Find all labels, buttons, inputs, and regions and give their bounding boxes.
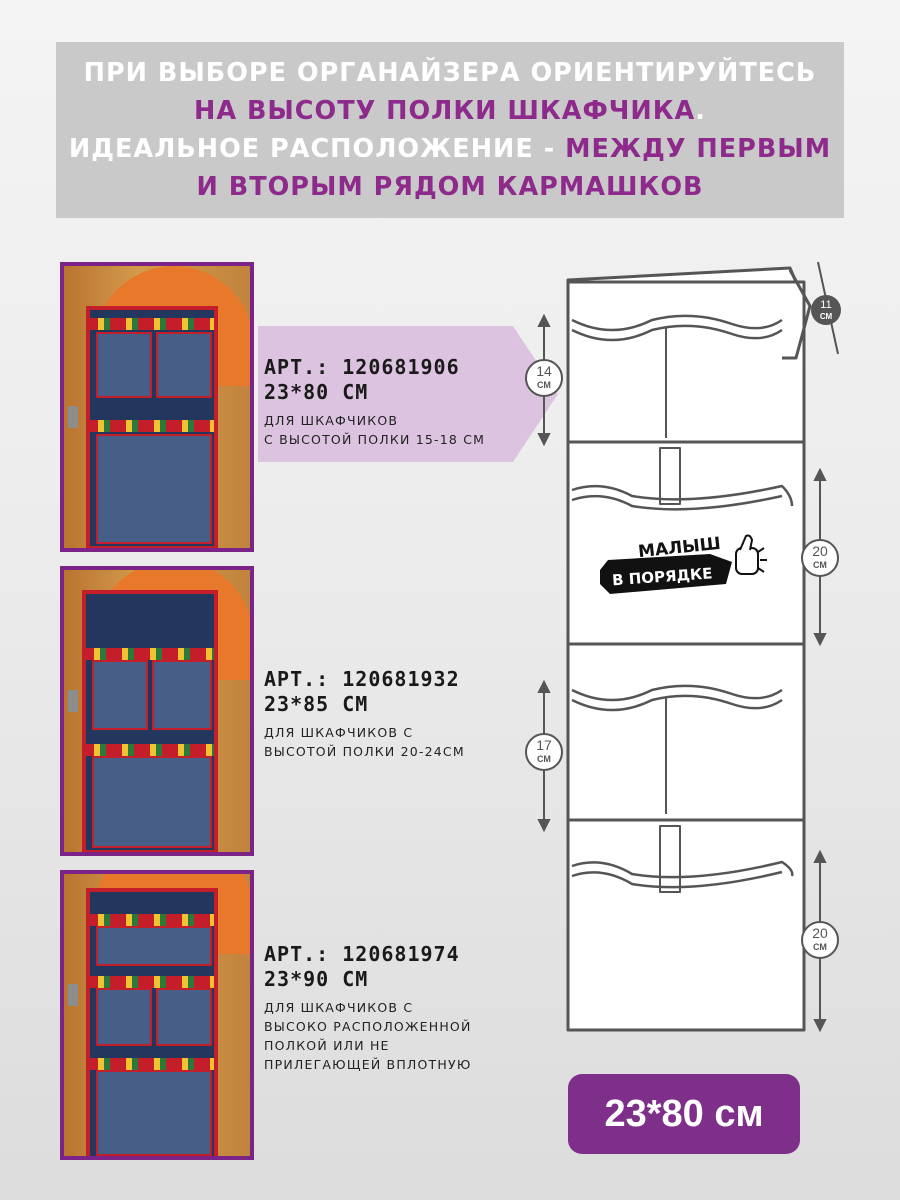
product-photo-3	[60, 870, 254, 1160]
header-text-3b: МЕЖДУ ПЕРВЫМ	[565, 134, 832, 164]
callout-highlight	[258, 318, 558, 470]
dimension-fourth-value: 20	[812, 925, 828, 941]
dimension-badge-first: 14 СМ	[525, 359, 563, 397]
dimension-second-value: 20	[812, 543, 828, 559]
product-desc-1: ДЛЯ ШКАФЧИКОВ С ВЫСОТОЙ ПОЛКИ 15-18 СМ	[264, 413, 486, 447]
header-text-4: И ВТОРЫМ РЯДОМ КАРМАШКОВ	[196, 172, 704, 202]
dimension-first-value: 14	[536, 363, 552, 379]
dimension-top-value: 11	[820, 299, 831, 311]
product-size-2: 23*85 СМ	[264, 692, 369, 716]
dimension-top-unit: СМ	[820, 312, 833, 321]
dimension-badge-second: 20 СМ	[801, 539, 839, 577]
product-info-3: АРТ.: 120681974 23*90 СМ ДЛЯ ШКАФЧИКОВ С…	[264, 942, 472, 1074]
header-text-3: ИДЕАЛЬНОЕ РАСПОЛОЖЕНИЕ -	[68, 134, 566, 164]
product-photo-1	[60, 262, 254, 552]
dimension-badge-third: 17 СМ	[525, 733, 563, 771]
dimension-badge-top: 11 СМ	[811, 295, 841, 325]
product-size-1: 23*80 СМ	[264, 380, 369, 404]
header-line-4: И ВТОРЫМ РЯДОМ КАРМАШКОВ	[197, 168, 704, 206]
header-text-2: НА ВЫСОТУ ПОЛКИ ШКАФЧИКА	[194, 96, 696, 126]
header-text-1: ПРИ ВЫБОРЕ ОРГАНАЙЗЕРА ОРИЕНТИРУЙТЕСЬ	[83, 58, 817, 88]
header-text-2b: .	[695, 96, 706, 126]
article-number-2: АРТ.: 120681932	[264, 667, 460, 691]
header-banner: ПРИ ВЫБОРЕ ОРГАНАЙЗЕРА ОРИЕНТИРУЙТЕСЬ НА…	[56, 42, 844, 218]
product-size-3: 23*90 СМ	[264, 967, 369, 991]
article-number-1: АРТ.: 120681906	[264, 355, 460, 379]
product-desc-3: ДЛЯ ШКАФЧИКОВ С ВЫСОКО РАСПОЛОЖЕННОЙ ПОЛ…	[264, 1000, 472, 1072]
product-desc-2: ДЛЯ ШКАФЧИКОВ С ВЫСОТОЙ ПОЛКИ 20-24СМ	[264, 725, 465, 759]
dimension-third-unit: СМ	[537, 754, 551, 764]
size-label-button: 23*80 см	[568, 1074, 800, 1154]
dimension-fourth-unit: СМ	[813, 942, 827, 952]
dimension-third-value: 17	[536, 737, 552, 753]
product-photo-2	[60, 566, 254, 856]
header-line-2: НА ВЫСОТУ ПОЛКИ ШКАФЧИКА.	[194, 92, 706, 130]
dimension-badge-fourth: 20 СМ	[801, 921, 839, 959]
dimension-second-unit: СМ	[813, 560, 827, 570]
article-number-3: АРТ.: 120681974	[264, 942, 460, 966]
header-line-1: ПРИ ВЫБОРЕ ОРГАНАЙЗЕРА ОРИЕНТИРУЙТЕСЬ	[84, 54, 817, 92]
header-line-3: ИДЕАЛЬНОЕ РАСПОЛОЖЕНИЕ - МЕЖДУ ПЕРВЫМ	[69, 130, 831, 168]
dimension-first-unit: СМ	[537, 380, 551, 390]
thumbs-up-icon	[735, 534, 767, 575]
organizer-diagram: 11 СМ 14 СМ 20 СМ 17 СМ 20 СМ МАЛЫШ В ПО…	[525, 261, 841, 1033]
product-info-1: АРТ.: 120681906 23*80 СМ ДЛЯ ШКАФЧИКОВ С…	[264, 355, 485, 449]
product-info-2: АРТ.: 120681932 23*85 СМ ДЛЯ ШКАФЧИКОВ С…	[264, 667, 465, 761]
